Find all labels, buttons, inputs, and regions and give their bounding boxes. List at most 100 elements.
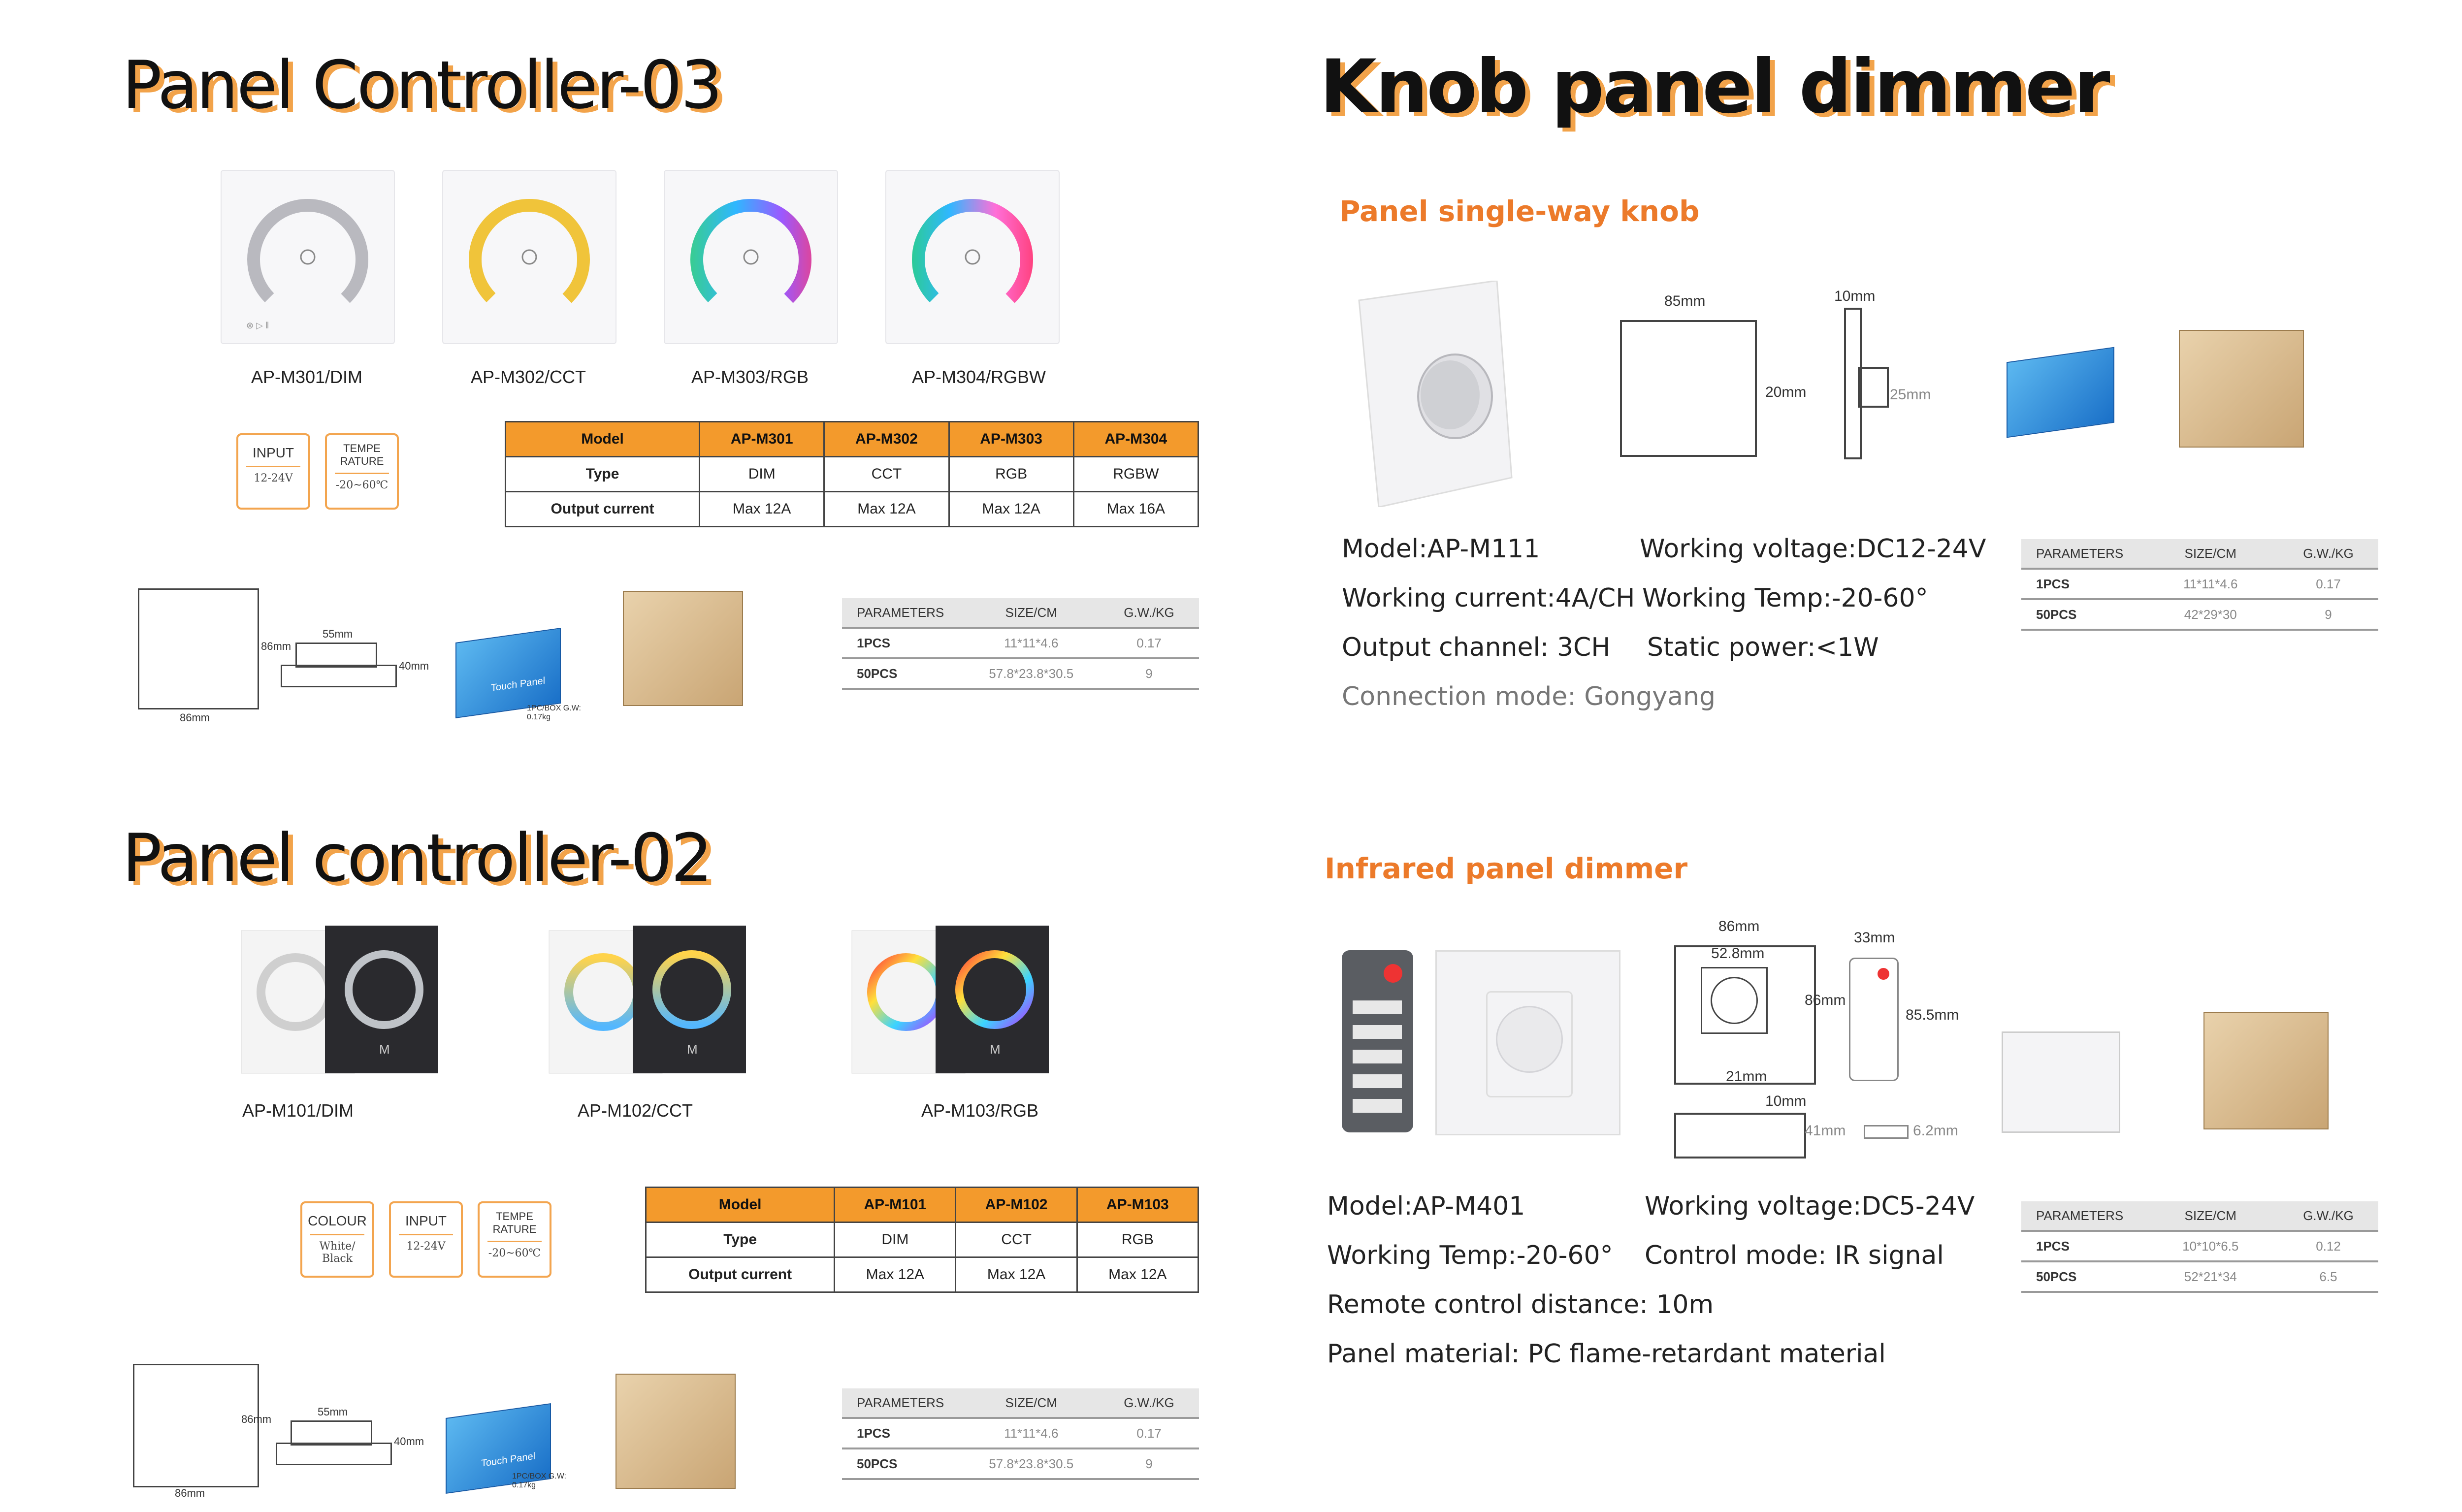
model-table-cell: Max 12A xyxy=(834,1256,957,1293)
model-table-cell: Type xyxy=(504,456,701,492)
model-table-cell: Max 16A xyxy=(1072,491,1199,527)
knob-dim-side: 25mm xyxy=(1890,386,1931,403)
params-cell: 9 xyxy=(1145,1456,1153,1471)
params-cell: 1PCS xyxy=(2036,576,2070,591)
knob-dimmer-title: Knob panel dimmer xyxy=(1320,44,2110,130)
model-table-cell: DIM xyxy=(699,456,825,492)
input-tag-2-label: INPUT xyxy=(405,1213,447,1228)
colour-tag-value: White/ Black xyxy=(319,1240,356,1265)
ir-front-drawing xyxy=(1674,945,1816,1085)
svg-text:M: M xyxy=(687,1042,698,1057)
retail-box-label-2: Touch Panel xyxy=(481,1450,536,1469)
knob-spec-model: Model:AP-M111 xyxy=(1342,534,1540,564)
infrared-subtitle: Infrared panel dimmer xyxy=(1325,852,1688,885)
model-table-cell: RGBW xyxy=(1072,456,1199,492)
params-cell: 57.8*23.8*30.5 xyxy=(989,1456,1074,1471)
caption-ap-m302: AP-M302/CCT xyxy=(470,367,586,387)
panel-side-drawing xyxy=(295,643,377,668)
knob-front-drawing xyxy=(1620,320,1757,457)
model-table-cell: AP-M303 xyxy=(948,421,1074,457)
ir-dim-inner: 52.8mm xyxy=(1711,945,1765,962)
ir-dim-width: 86mm xyxy=(1718,918,1760,934)
params-cell: 11*11*4.6 xyxy=(2183,576,2238,591)
model-table-cell: AP-M103 xyxy=(1076,1187,1199,1223)
ir-panel-image xyxy=(1435,950,1620,1135)
temperature-tag-label: TEMPE RATURE xyxy=(340,442,384,467)
model-table-cell: Model xyxy=(645,1187,836,1223)
params-cell: 11*11*4.6 xyxy=(1004,635,1059,650)
model-table-cell: Max 12A xyxy=(1076,1256,1199,1293)
dim-depth-2: 55mm xyxy=(318,1406,348,1418)
model-table-03: Model AP-M301 AP-M302 AP-M303 AP-M304 Ty… xyxy=(504,421,1199,527)
input-tag-2: INPUT 12-24V xyxy=(389,1201,463,1278)
dim-thickness-2: 40mm xyxy=(394,1435,424,1448)
svg-text:M: M xyxy=(990,1042,1001,1057)
panel-base-drawing xyxy=(281,665,397,687)
ir-dim-thickness: 10mm xyxy=(1765,1093,1807,1109)
params-cell: PARAMETERS xyxy=(2036,546,2124,561)
dim-width-2: 86mm xyxy=(175,1487,205,1499)
params-cell: SIZE/CM xyxy=(1005,1395,1057,1410)
params-cell: 50PCS xyxy=(857,666,898,681)
ir-spec-temp: Working Temp:-20-60° xyxy=(1327,1241,1613,1270)
params-cell: 9 xyxy=(2325,607,2332,622)
panel-base-drawing-2 xyxy=(276,1443,392,1465)
knob-spec-current: Working current:4A/CH xyxy=(1342,583,1635,613)
params-cell: 57.8*23.8*30.5 xyxy=(989,666,1074,681)
knob-retail-box-image xyxy=(2007,347,2114,438)
model-table-cell: AP-M101 xyxy=(834,1187,957,1223)
temperature-tag-value: -20~60℃ xyxy=(335,479,389,491)
temperature-tag-2-value: -20~60℃ xyxy=(488,1247,541,1259)
ir-dim-remote-height: 85.5mm xyxy=(1906,1007,1959,1023)
params-cell: 0.12 xyxy=(2316,1238,2341,1254)
ir-dim-depth: 41mm xyxy=(1805,1123,1846,1139)
caption-ap-m103: AP-M103/RGB xyxy=(921,1100,1039,1121)
colour-tag: COLOUR White/ Black xyxy=(300,1201,374,1278)
ir-spec-material: Panel material: PC flame-retardant mater… xyxy=(1327,1339,1886,1369)
dim-width: 86mm xyxy=(180,711,210,724)
ir-remote-drawing xyxy=(1849,958,1899,1081)
params-cell: PARAMETERS xyxy=(857,1395,944,1410)
model-table-cell: CCT xyxy=(955,1222,1078,1258)
params-cell: 11*11*4.6 xyxy=(1004,1425,1059,1441)
caption-ap-m303: AP-M303/RGB xyxy=(691,367,809,387)
knob-side-drawing xyxy=(1844,308,1862,459)
temperature-tag-2-label: TEMPE RATURE xyxy=(492,1210,537,1235)
params-cell: 50PCS xyxy=(2036,607,2077,622)
params-cell: 9 xyxy=(1145,666,1153,681)
model-table-cell: Max 12A xyxy=(823,491,950,527)
dim-depth: 55mm xyxy=(323,628,353,640)
params-cell: 1PCS xyxy=(2036,1238,2070,1254)
params-cell: SIZE/CM xyxy=(2184,1208,2236,1223)
caption-ap-m101: AP-M101/DIM xyxy=(242,1100,354,1121)
carton-image xyxy=(623,591,743,706)
input-tag-label: INPUT xyxy=(253,445,294,460)
knob-product-image xyxy=(1349,280,1536,508)
ir-dim-height: 86mm xyxy=(1805,992,1846,1008)
panel-side-drawing-2 xyxy=(291,1420,372,1446)
ir-spec-model: Model:AP-M401 xyxy=(1327,1191,1525,1221)
input-tag-2-value: 12-24V xyxy=(406,1240,446,1253)
model-table-cell: Output current xyxy=(645,1256,836,1293)
ir-spec-distance: Remote control distance: 10m xyxy=(1327,1290,1714,1319)
knob-shaft-drawing xyxy=(1858,367,1889,408)
knob-spec-connection: Connection mode: Gongyang xyxy=(1342,682,1716,711)
params-cell: 42*29*30 xyxy=(2184,607,2237,622)
ir-spec-control: Control mode: IR signal xyxy=(1645,1241,1944,1270)
model-table-cell: AP-M302 xyxy=(823,421,950,457)
ir-dim-remote-thickness: 6.2mm xyxy=(1913,1123,1958,1139)
model-table-cell: Max 12A xyxy=(699,491,825,527)
knob-subtitle: Panel single-way knob xyxy=(1339,194,1700,228)
ir-spec-voltage: Working voltage:DC5-24V xyxy=(1645,1191,1975,1221)
model-table-cell: AP-M304 xyxy=(1072,421,1199,457)
model-table-cell: Output current xyxy=(504,491,701,527)
product-image-ap-m302 xyxy=(442,170,616,344)
params-cell: SIZE/CM xyxy=(2184,546,2236,561)
ir-side-drawing xyxy=(1674,1113,1806,1158)
params-cell: G.W./KG xyxy=(1124,1395,1174,1410)
svg-text:⊗ ▷ ‖: ⊗ ▷ ‖ xyxy=(246,321,269,330)
